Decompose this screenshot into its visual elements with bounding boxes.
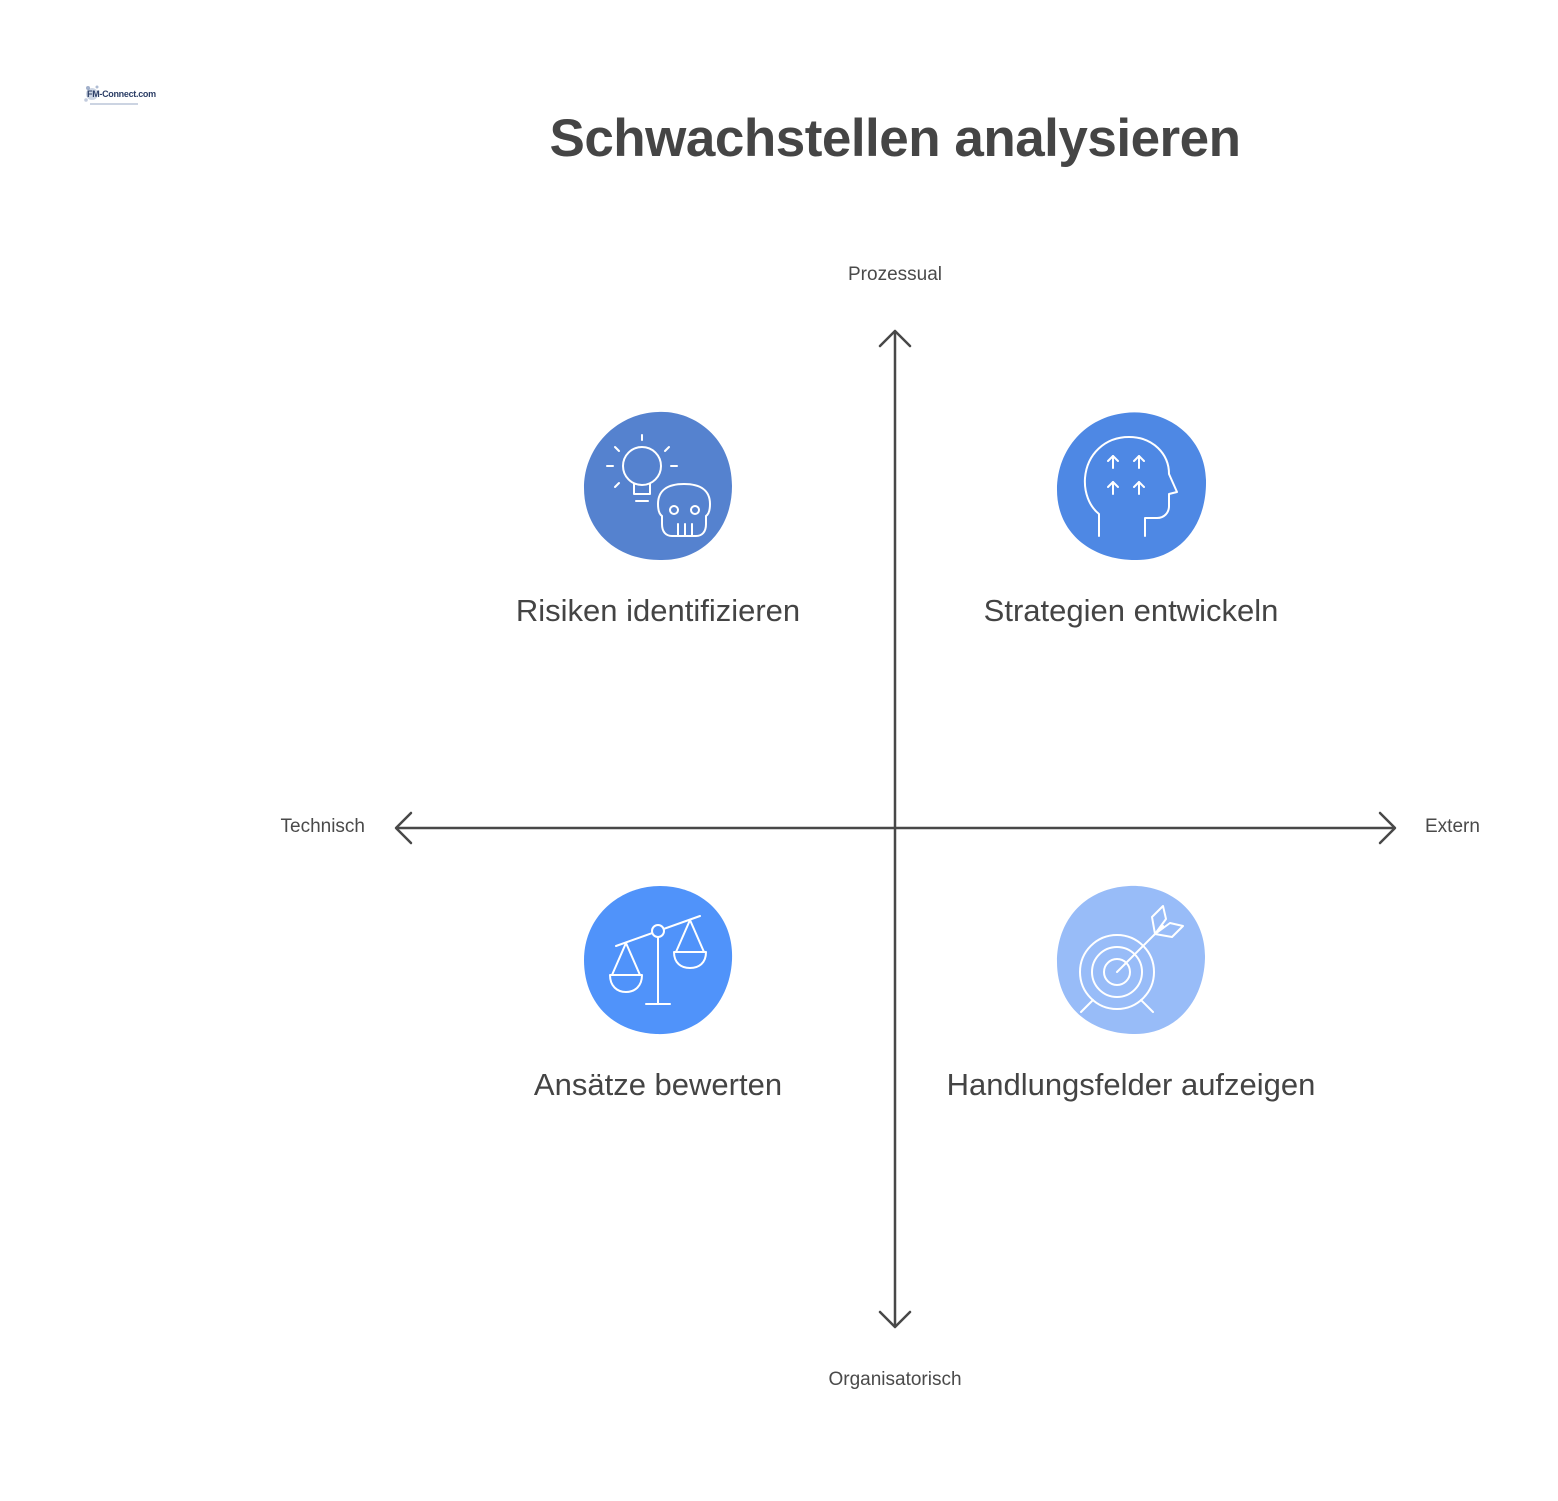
- axis-label-top: Prozessual: [848, 264, 942, 285]
- arrow-left-icon: [394, 811, 413, 845]
- quadrant-label-risiken: Risiken identifizieren: [515, 593, 801, 628]
- logo-text: FM-Connect.com: [87, 89, 156, 99]
- lightbulb-skull-icon: [584, 411, 732, 561]
- logo: FM-Connect.com: [80, 80, 156, 110]
- quadrant-top-right-icon: [1055, 410, 1207, 562]
- arrow-right-icon: [1378, 811, 1397, 845]
- quadrant-bottom-right-icon: [1055, 884, 1207, 1036]
- axis-label-right: Extern: [1425, 816, 1480, 837]
- page-title: Schwachstellen analysieren: [549, 109, 1241, 168]
- axis-label-left: Technisch: [280, 816, 366, 837]
- target-arrow-icon: [1057, 885, 1206, 1035]
- quadrant-label-ansaetze: Ansätze bewerten: [533, 1067, 783, 1102]
- quadrant-bottom-left-icon: [582, 884, 734, 1036]
- scales-icon: [584, 886, 733, 1035]
- head-arrows-icon: [1057, 412, 1207, 561]
- quadrant-label-handlungsfelder: Handlungsfelder aufzeigen: [946, 1067, 1316, 1102]
- logo-splash-icon: [84, 85, 138, 105]
- quadrant-top-left-icon: [582, 410, 734, 562]
- arrow-up-icon: [878, 329, 912, 348]
- quadrant-label-strategien: Strategien entwickeln: [983, 593, 1279, 628]
- axis-label-bottom: Organisatorisch: [828, 1369, 962, 1390]
- arrow-down-icon: [878, 1310, 912, 1329]
